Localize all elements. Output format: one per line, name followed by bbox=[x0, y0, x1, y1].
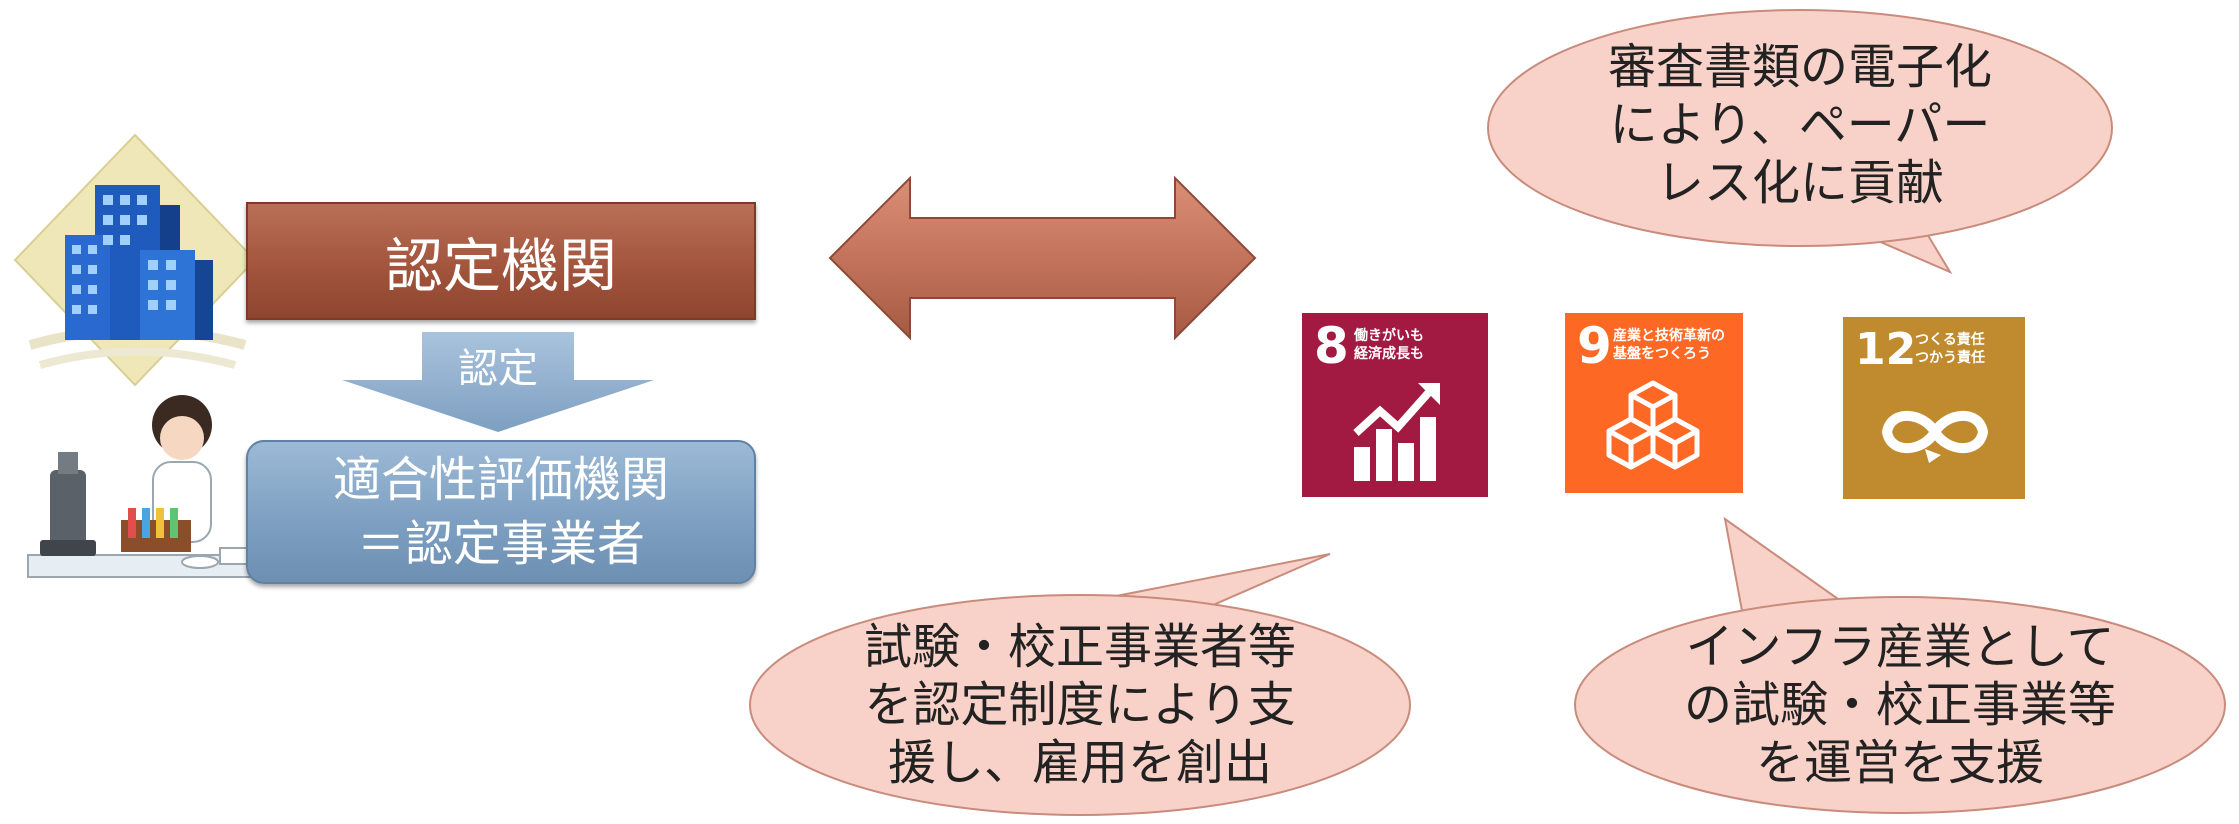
growth-chart-icon bbox=[1353, 383, 1440, 481]
sdg-12-title: つくる責任 つかう責任 bbox=[1915, 331, 1985, 367]
bubble-bottom-right-text: インフラ産業として の試験・校正事業等 を運営を支援 bbox=[1640, 618, 2160, 792]
sdg-9-number: 9 bbox=[1577, 317, 1612, 375]
bubble-top-right-line-2: により、ペーパー bbox=[1609, 97, 1991, 153]
bubble-top-right-line-1: 審査書類の電子化 bbox=[1607, 39, 1992, 95]
sdg-9-tile: 9 産業と技術革新の 基盤をつくろう bbox=[1565, 313, 1743, 493]
sdg-9-title: 産業と技術革新の 基盤をつくろう bbox=[1613, 327, 1725, 363]
bubble-bottom-right-line-1: インフラ産業として bbox=[1685, 619, 2115, 675]
bubble-top-right-text: 審査書類の電子化 により、ペーパー レス化に貢献 bbox=[1555, 38, 2045, 212]
sdg-9-title-line-2: 基盤をつくろう bbox=[1613, 346, 1711, 362]
bubble-bottom-right-line-2: の試験・校正事業等 bbox=[1683, 677, 2116, 733]
sdg-8-title: 働きがいも 経済成長も bbox=[1354, 327, 1424, 363]
speech-bubble-bottom-right bbox=[1574, 516, 2226, 814]
conformity-assessment-body-box: 適合性評価機関 ＝認定事業者 bbox=[246, 440, 756, 584]
sdg-8-title-line-1: 働きがいも bbox=[1354, 328, 1424, 344]
conformity-line-2: ＝認定事業者 bbox=[356, 516, 645, 572]
scientist-illustration bbox=[27, 395, 259, 578]
bubble-top-right-line-3: レス化に貢献 bbox=[1655, 155, 1944, 211]
sdg-12-number: 12 bbox=[1855, 324, 1917, 375]
sdg-8-title-line-2: 経済成長も bbox=[1354, 346, 1424, 362]
certification-body-label: 認定機関 bbox=[384, 232, 617, 300]
bubble-bottom-center-line-2: を認定制度により支 bbox=[864, 677, 1296, 733]
speech-bubble-bottom-center bbox=[749, 553, 1411, 816]
bubble-bottom-center-line-1: 試験・校正事業者等 bbox=[863, 619, 1296, 675]
down-arrow bbox=[342, 332, 654, 432]
bubble-bottom-center-line-3: 援し、雇用を創出 bbox=[887, 735, 1272, 791]
sdg-12-title-line-2: つかう責任 bbox=[1915, 350, 1985, 366]
stacked-cubes-icon bbox=[1606, 380, 1700, 470]
certification-body-box: 認定機関 bbox=[246, 202, 756, 320]
infinity-icon bbox=[1881, 410, 1989, 463]
building-illustration bbox=[13, 133, 257, 387]
bubble-bottom-center-text: 試験・校正事業者等 を認定制度により支 援し、雇用を創出 bbox=[815, 618, 1345, 792]
speech-bubble-top-right bbox=[1487, 9, 2113, 275]
sdg-8-number: 8 bbox=[1314, 317, 1349, 375]
conformity-line-1: 適合性評価機関 bbox=[332, 452, 669, 508]
accreditation-arrow-label: 認定 bbox=[458, 346, 538, 392]
sdg-8-tile: 8 働きがいも 経済成長も bbox=[1302, 313, 1488, 497]
double-arrow bbox=[828, 175, 1257, 341]
sdg-12-title-line-1: つくる責任 bbox=[1915, 332, 1985, 348]
sdg-12-tile: 12 つくる責任 つかう責任 bbox=[1843, 317, 2025, 499]
sdg-9-title-line-1: 産業と技術革新の bbox=[1613, 328, 1725, 344]
bubble-bottom-right-line-3: を運営を支援 bbox=[1755, 735, 2044, 791]
